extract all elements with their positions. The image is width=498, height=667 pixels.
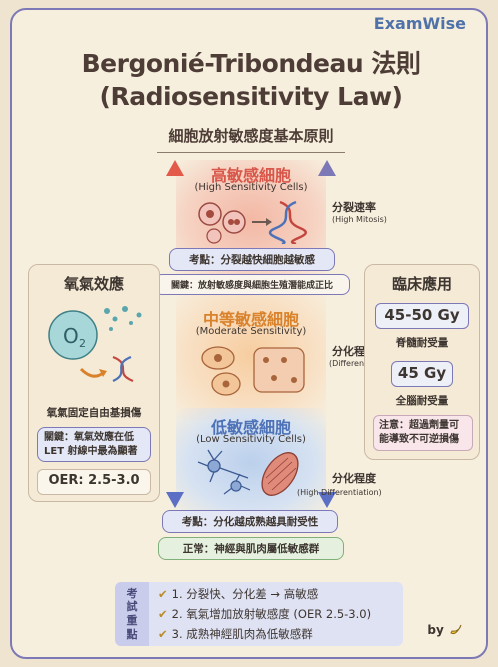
svg-text:2: 2	[79, 337, 86, 350]
page-title: Bergonié-Tribondeau 法則	[81, 49, 421, 78]
key-pill-1: 關鍵：放射敏感度與細胞生殖潛能成正比	[154, 274, 350, 295]
exam-point-pill-1: 考點：分裂越快細胞越敏感	[169, 248, 335, 271]
high-differentiation-sublabel: (High Differentiation)	[297, 488, 382, 497]
summary-tag-char: 試	[126, 600, 138, 614]
subtitle-divider	[157, 152, 345, 153]
summary-item-text: 1. 分裂快、分化差 → 高敏感	[171, 587, 319, 601]
summary-item-3: ✔3. 成熟神經肌肉為低敏感群	[158, 626, 313, 642]
differentiation-sublabel: (Differentiation)	[329, 359, 393, 368]
clinical-application-panel: 臨床應用 45-50 Gy 脊髓耐受量 45 Gy 全腦耐受量 注意：超過劑量可…	[364, 264, 480, 460]
high-sensitivity-subtitle: (High Sensitivity Cells)	[194, 182, 308, 193]
clinical-application-title: 臨床應用	[391, 275, 452, 293]
svg-text:O: O	[63, 324, 79, 348]
brand-logo: ExamWise	[373, 14, 466, 33]
oxygen-molecule-illustration: O 2	[48, 306, 142, 383]
check-icon: ✔	[158, 627, 168, 641]
summary-item-1: ✔1. 分裂快、分化差 → 高敏感	[158, 586, 318, 602]
normal-pill: 正常：神經與肌肉屬低敏感群	[158, 537, 344, 560]
right-arrow	[318, 160, 336, 508]
moderate-sensitivity-title: 中等敏感細胞	[202, 310, 299, 329]
oer-value-box: OER: 2.5-3.0	[37, 469, 151, 495]
summary-tag-char: 重	[126, 614, 138, 627]
oxygen-effect-title: 氧氣效應	[63, 275, 124, 293]
oxygen-key-note: 關鍵：氧氣效應在低LET 射線中最為顯著	[37, 427, 151, 462]
mitosis-label: 分裂速率	[332, 201, 376, 214]
exam-summary-tag: 考 試 重 點	[115, 582, 149, 646]
summary-item-text: 2. 氧氣增加放射敏感度 (OER 2.5-3.0)	[171, 607, 372, 621]
summary-tag-char: 點	[126, 627, 138, 641]
mitosis-sublabel: (High Mitosis)	[332, 215, 387, 224]
whole-brain-dose-box: 45 Gy	[391, 361, 453, 387]
nerve-muscle-illustration	[197, 449, 299, 496]
low-sensitivity-subtitle: (Low Sensitivity Cells)	[196, 434, 306, 445]
banana-icon	[450, 624, 462, 635]
whole-brain-dose-label: 全腦耐受量	[395, 395, 449, 407]
high-differentiation-label: 分化程度	[332, 472, 376, 485]
high-sensitivity-title: 高敏感細胞	[210, 166, 291, 185]
spinal-cord-dose-label: 脊髓耐受量	[395, 337, 449, 349]
moderate-sensitivity-subtitle: (Moderate Sensitivity)	[195, 326, 307, 337]
exam-point-pill-2: 考點：分化越成熟越具耐受性	[162, 510, 338, 533]
byline-text: by	[427, 623, 444, 637]
page-title-english: (Radiosensitivity Law)	[99, 82, 403, 111]
byline: by	[427, 621, 464, 637]
summary-tag-char: 考	[126, 586, 138, 600]
moderate-cells-illustration	[201, 346, 305, 396]
check-icon: ✔	[158, 587, 168, 601]
oxygen-caption: 氧氣固定自由基損傷	[46, 407, 142, 419]
summary-item-text: 3. 成熟神經肌肉為低敏感群	[171, 627, 313, 641]
summary-item-2: ✔2. 氧氣增加放射敏感度 (OER 2.5-3.0)	[158, 606, 371, 622]
page-subtitle: 細胞放射敏感度基本原則	[168, 127, 334, 145]
oxygen-effect-panel: 氧氣效應 O 2 氧氣固定自由基損傷 關鍵：氧氣效應在低LET 射線中最為顯著 …	[28, 264, 160, 502]
dose-warning-note: 注意：超過劑量可能導致不可逆損傷	[373, 415, 473, 451]
left-arrow	[166, 160, 184, 508]
infographic-sheet: ExamWise Bergonié-Tribondeau 法則 (Radiose…	[10, 8, 488, 659]
dividing-cells-illustration	[198, 200, 307, 244]
spinal-cord-dose-box: 45-50 Gy	[375, 303, 469, 329]
check-icon: ✔	[158, 607, 168, 621]
exam-summary-box	[115, 582, 403, 646]
vertical-arrows	[166, 160, 336, 508]
low-sensitivity-title: 低敏感細胞	[210, 418, 291, 437]
